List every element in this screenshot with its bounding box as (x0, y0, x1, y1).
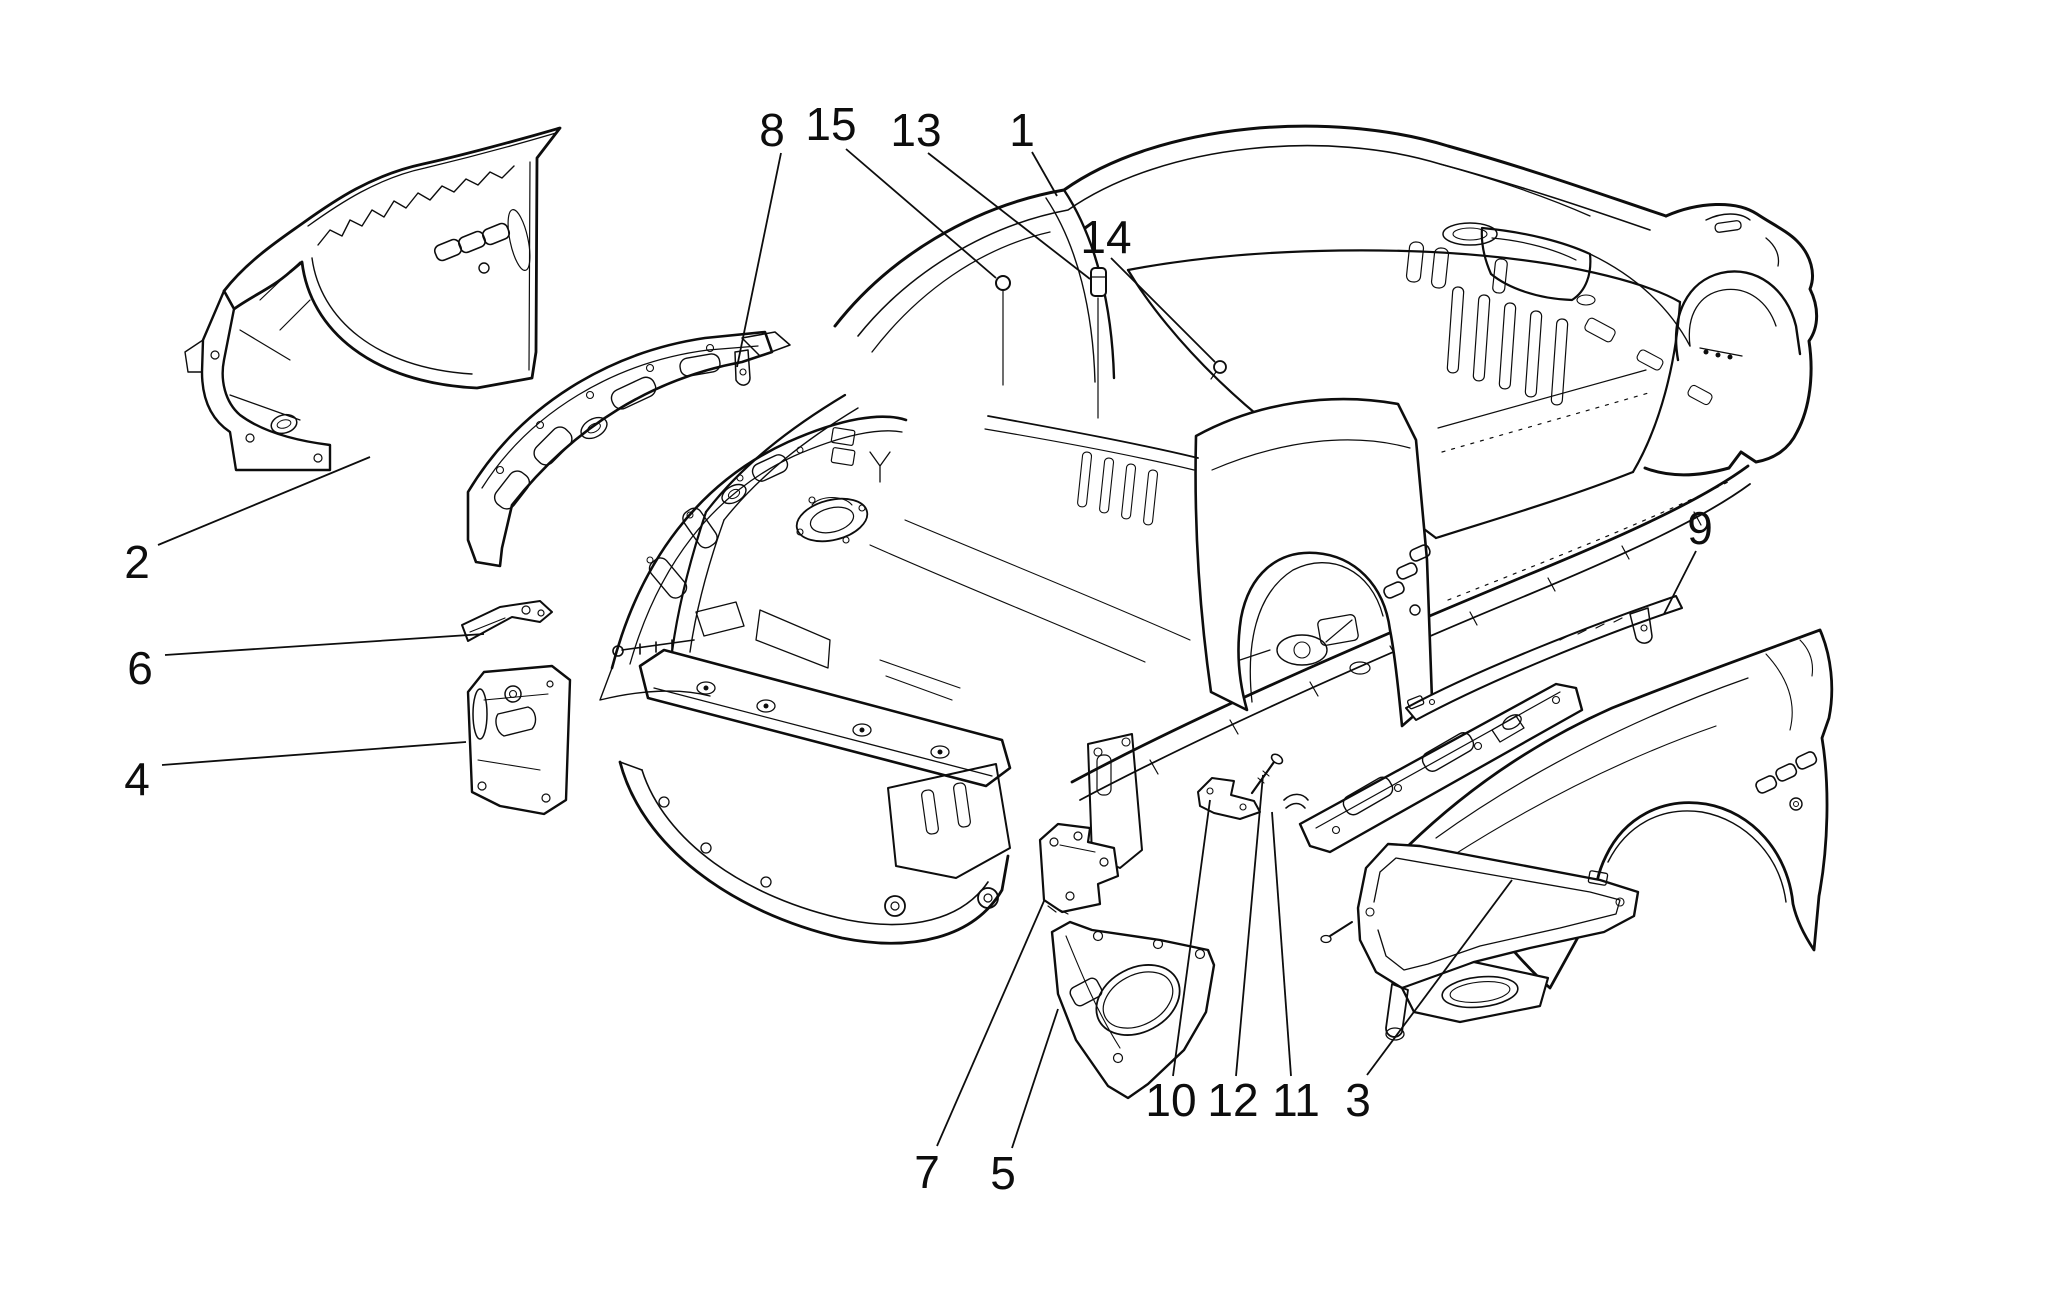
leader-line-13 (927, 152, 1091, 280)
leader-line-5 (1011, 1008, 1059, 1149)
callout-number-10: 10 (1145, 1074, 1196, 1126)
mounting-plate-part-4 (466, 664, 572, 816)
bodyshell-part-1 (599, 124, 1819, 945)
callout-number-7: 7 (914, 1146, 940, 1198)
leader-line-1 (1031, 151, 1058, 197)
retaining-clip-part-11 (1283, 793, 1309, 809)
screw-part-12 (1250, 753, 1284, 795)
callout-number-15: 15 (805, 98, 856, 150)
callout-number-8: 8 (759, 104, 785, 156)
leader-line-3 (1366, 879, 1513, 1076)
callout-number-9: 9 (1687, 502, 1713, 554)
leader-line-9 (1663, 550, 1697, 615)
wheelhouse-cover-panel-part-5 (1050, 920, 1216, 1100)
leader-line-8 (736, 152, 782, 368)
dome-screw-part-14 (1210, 360, 1227, 380)
callout-number-4: 4 (124, 753, 150, 805)
cylindrical-plug-part-13 (1090, 267, 1107, 419)
ball-head-rivet-part-15 (995, 275, 1011, 386)
leader-line-7 (936, 900, 1045, 1147)
leader-line-4 (161, 741, 467, 766)
front-fender-assembly-left-part-2 (184, 126, 562, 472)
callout-number-3: 3 (1345, 1074, 1371, 1126)
callout-number-5: 5 (990, 1147, 1016, 1199)
cowl-crossmember-part-8 (466, 330, 791, 568)
leader-line-15 (845, 148, 997, 279)
leader-line-12 (1235, 774, 1264, 1077)
fender-mounting-rail-part-9 (1405, 595, 1683, 721)
callout-number-13: 13 (890, 104, 941, 156)
small-bracket-part-10 (1197, 777, 1261, 820)
sill-trim-strip (1298, 682, 1584, 854)
angle-bracket-part-6 (461, 600, 553, 642)
callout-number-6: 6 (127, 642, 153, 694)
leader-line-10 (1172, 799, 1211, 1077)
leader-line-11 (1271, 811, 1292, 1077)
leader-line-14 (1110, 257, 1216, 363)
callout-number-14: 14 (1080, 211, 1131, 263)
leader-line-2 (157, 456, 371, 546)
leader-line-6 (164, 633, 485, 656)
callout-number-1: 1 (1009, 104, 1035, 156)
l-bracket-part-7 (1038, 822, 1120, 915)
callout-number-12: 12 (1207, 1074, 1258, 1126)
callout-number-2: 2 (124, 536, 150, 588)
wheelhouse-assembly-right-part-3 (1320, 842, 1640, 1041)
callout-number-11: 11 (1272, 1074, 1320, 1126)
callouts: 1 2 3 4 5 6 7 8 9 10 11 12 13 14 15 (124, 98, 1713, 1199)
